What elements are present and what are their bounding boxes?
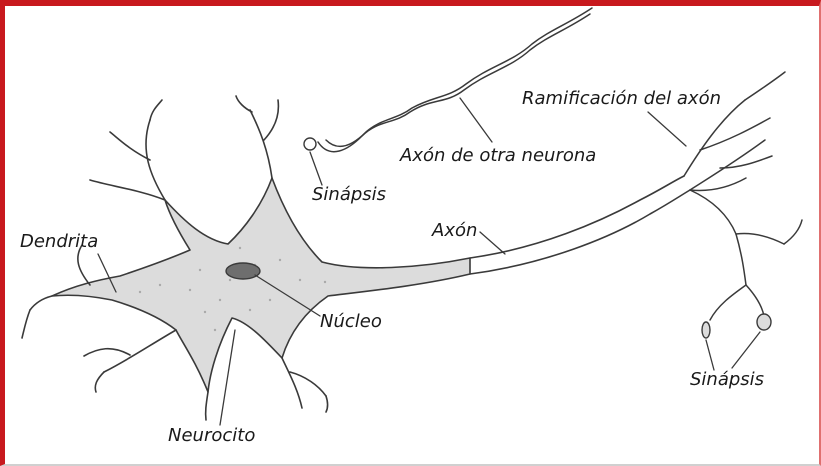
label-neurocito: Neurocito — [168, 427, 255, 445]
leader-axon-otra — [460, 98, 492, 142]
label-axon-otra-neurona: Axón de otra neurona — [400, 147, 596, 165]
axon-branches — [684, 72, 802, 320]
nucleus — [226, 263, 260, 279]
other-axon — [318, 8, 592, 152]
leader-sinapsis-bottom-left — [706, 340, 714, 370]
cell-body — [52, 178, 470, 392]
label-dendrita: Dendrita — [20, 233, 98, 251]
label-sinapsis-top: Sinápsis — [312, 186, 386, 204]
axon-terminal-right — [757, 314, 771, 330]
label-sinapsis-bottom: Sinápsis — [690, 371, 764, 389]
synapse-terminal-top — [304, 138, 316, 150]
leader-ramificacion — [648, 112, 686, 146]
leader-neurocito — [220, 330, 235, 425]
label-axon: Axón — [432, 222, 477, 240]
leader-sinapsis-top — [310, 152, 322, 185]
label-nucleo: Núcleo — [320, 313, 382, 331]
axon-terminal-left — [702, 322, 710, 338]
leader-sinapsis-bottom-right — [732, 332, 760, 368]
label-ramificacion: Ramificación del axón — [522, 90, 721, 108]
leader-axon — [480, 232, 505, 254]
axon — [470, 176, 690, 274]
